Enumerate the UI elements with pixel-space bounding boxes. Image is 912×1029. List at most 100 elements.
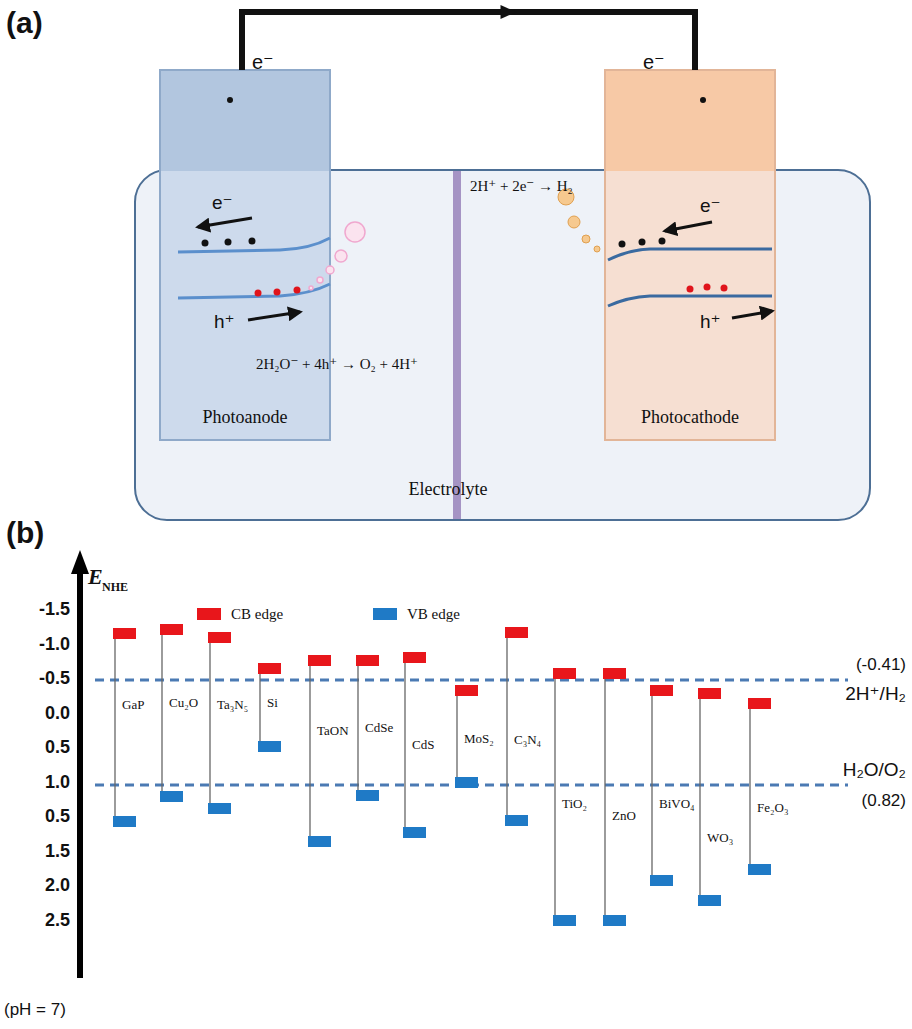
- band-gap-line: [161, 634, 162, 791]
- legend-swatch: [373, 608, 397, 620]
- band-gap-line: [651, 695, 652, 875]
- panel-label: (a): [6, 6, 43, 39]
- material-name: GaP: [122, 698, 144, 712]
- band-gap-line: [554, 678, 555, 915]
- vb-edge-mark: [505, 815, 528, 826]
- axis-title: NHE: [102, 581, 128, 594]
- cb-edge-mark: [455, 685, 478, 696]
- tick-label: -1.5: [39, 600, 70, 620]
- photocathode-electrode: Photocathode: [605, 70, 775, 440]
- electrolyte-container: Electrolyte: [135, 170, 870, 520]
- vb-edge-mark: [748, 864, 771, 875]
- tick-label: 0.5: [45, 807, 70, 827]
- carrier-label: h⁺: [700, 312, 721, 333]
- electrode-label: Electrolyte: [409, 480, 488, 500]
- tick-label: 1.5: [45, 842, 70, 862]
- cb-edge-mark: [698, 688, 721, 699]
- redox-level-line: [95, 680, 848, 785]
- cb-edge-mark: [748, 698, 771, 709]
- vb-edge-mark: [356, 790, 379, 801]
- electrode-contact: [606, 71, 774, 171]
- cb-edge-mark: [208, 632, 231, 643]
- material-name: Ta₃N₅: [217, 698, 248, 712]
- carrier-label: e⁻: [212, 193, 233, 214]
- material-name: Cu₂O: [169, 696, 198, 710]
- electrode-label: Photoanode: [203, 408, 288, 428]
- axis-title: E: [88, 565, 103, 589]
- reaction-equation: 2H⁺ + 2e⁻ → H₂: [470, 178, 573, 195]
- tick-label: 2.0: [45, 876, 70, 896]
- legend-label: VB edge: [407, 606, 460, 623]
- photoanode-electrode-shape: [160, 70, 330, 440]
- hydrogen-bubbles: [558, 189, 600, 252]
- tick-label: 0.5: [45, 738, 70, 758]
- vb-edge-mark: [650, 875, 673, 886]
- cb-edge-mark: [505, 627, 528, 638]
- carrier-label: h⁺: [214, 312, 235, 333]
- carrier-label: e⁻: [252, 51, 274, 73]
- carrier-label: e⁻: [643, 51, 665, 73]
- energy-axis: [71, 550, 89, 978]
- cb-edge-mark: [650, 685, 673, 696]
- vb-edge-mark: [258, 741, 281, 752]
- electrode-label: Photocathode: [641, 408, 739, 428]
- band-diagram: [608, 249, 772, 306]
- band-gap-line: [699, 698, 700, 895]
- band-gap-line: [604, 678, 605, 915]
- vb-edge-mark: [403, 827, 426, 838]
- material-name: CdSe: [365, 721, 393, 735]
- potential-value: (-0.41): [856, 656, 906, 675]
- cb-edge-mark: [113, 628, 136, 639]
- band-gap-line: [209, 642, 210, 803]
- legend-swatch: [197, 608, 221, 620]
- cb-edge-mark: [603, 668, 626, 679]
- vb-edge-mark: [113, 816, 136, 827]
- redox-couple: H₂O/O₂: [843, 760, 906, 781]
- panel-label: (b): [6, 516, 44, 549]
- tick-label: 0.0: [45, 704, 70, 724]
- material-name: CdS: [412, 738, 434, 752]
- membrane: [453, 171, 461, 519]
- tick-label: -0.5: [39, 669, 70, 689]
- redox-couple: 2H⁺/H₂: [845, 684, 906, 705]
- legend-label: CB edge: [231, 606, 283, 623]
- cb-edge-mark: [308, 655, 331, 666]
- tick-label: 1.0: [45, 773, 70, 793]
- vb-edge-mark: [603, 915, 626, 926]
- external-wire: [227, 5, 706, 103]
- material-name: C₃N₄: [514, 733, 541, 747]
- band-gap-line: [309, 665, 310, 836]
- carrier-arrows: [198, 218, 772, 320]
- vb-edge-mark: [455, 777, 478, 788]
- band-gap-line: [259, 673, 260, 741]
- vb-edge-mark: [208, 803, 231, 814]
- photoanode-electrode: Photoanode: [160, 70, 330, 440]
- photocathode-electrode-shape: [605, 70, 775, 440]
- potential-value: (0.82): [862, 792, 906, 811]
- cb-edge-mark: [160, 624, 183, 635]
- vb-edge-mark: [698, 895, 721, 906]
- vb-edge-mark: [553, 915, 576, 926]
- material-name: WO₃: [707, 831, 733, 845]
- band-gap-line: [404, 662, 405, 827]
- material-name: TaON: [317, 724, 349, 738]
- tick-label: -1.0: [39, 635, 70, 655]
- material-name: TiO₂: [562, 797, 587, 811]
- material-name: BiVO₄: [659, 797, 695, 811]
- material-name: Fe₂O₃: [757, 801, 788, 815]
- band-gap-line: [456, 695, 457, 777]
- carrier-label: e⁻: [700, 196, 721, 217]
- band-gap-line: [357, 665, 358, 790]
- cb-edge-mark: [356, 655, 379, 666]
- vb-edge-mark: [160, 791, 183, 802]
- material-name: Si: [267, 696, 278, 710]
- band-gap-line: [749, 708, 750, 864]
- oxygen-bubbles: [309, 222, 365, 290]
- material-name: ZnO: [612, 809, 636, 823]
- band-gap-line: [114, 638, 115, 816]
- electrode-contact: [161, 71, 329, 171]
- band-gap-line: [506, 637, 507, 815]
- band-diagram: [178, 238, 330, 298]
